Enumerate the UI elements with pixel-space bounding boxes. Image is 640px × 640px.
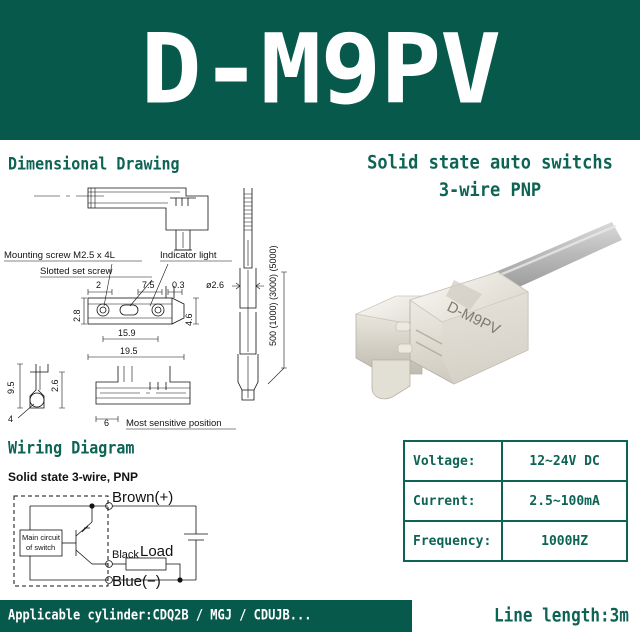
- drawing-top-view: [34, 187, 209, 251]
- footer-bar: [0, 600, 412, 632]
- label-most-sensitive-position: Most sensitive position: [126, 418, 222, 429]
- right-column: Solid state auto switchs 3-wire PNP: [340, 140, 640, 600]
- wiring-label-blue: Blue(−): [112, 573, 161, 590]
- label-mounting-screw: Mounting screw M2.5 x 4L: [4, 250, 115, 261]
- dim-2-6-left: 2.6: [50, 379, 60, 392]
- footer-applicable-cylinder: Applicable cylinder:CDQ2B / MGJ / CDUJB.…: [8, 607, 312, 624]
- spec-value-frequency: 1000HZ: [501, 520, 628, 562]
- drawing-side-view: 2 7.5 0.3 2.8 15.9 19.5 4.6: [72, 280, 199, 360]
- spec-key-current: Current:: [402, 480, 504, 522]
- product-photo: D-M9PV: [354, 222, 622, 400]
- dim-2-8: 2.8: [72, 309, 82, 322]
- label-indicator-light: Indicator light: [160, 250, 217, 261]
- dim-4: 4: [8, 414, 13, 424]
- wiring-label-brown: Brown(+): [112, 489, 173, 506]
- wiring-diagram-heading: Wiring Diagram: [8, 438, 135, 459]
- drawing-sensitive-view: 6 Most sensitive position: [95, 366, 236, 430]
- dim-6: 6: [104, 418, 109, 428]
- wiring-diagram-subheading: Solid state 3-wire, PNP: [8, 470, 139, 484]
- product-subtitle-line1: Solid state auto switchs: [367, 152, 613, 175]
- footer-line-length: Line length:3m: [494, 604, 629, 626]
- wiring-label-load: Load: [140, 543, 173, 560]
- product-subtitle: Solid state auto switchs 3-wire PNP: [340, 150, 640, 205]
- label-cable-lengths: 500 (1000) (3000) (5000): [268, 245, 278, 346]
- label-slotted-set-screw: Slotted set screw: [40, 266, 112, 277]
- wiring-diagram-figure: Main circuit of switch Brown(+) Black L: [13, 489, 208, 590]
- dim-2: 2: [96, 280, 101, 290]
- dimensional-drawing-figure: Mounting screw M2.5 x 4L Slotted set scr…: [4, 187, 287, 430]
- drawing-front-view: 9.5 2.6 4: [6, 363, 65, 424]
- spec-table: Voltage: 12~24V DC Current: 2.5~100mA Fr…: [402, 440, 628, 562]
- left-column: Dimensional Drawing Mounting screw M2.5 …: [0, 140, 340, 600]
- dimensional-drawing-heading: Dimensional Drawing: [8, 154, 180, 175]
- page-title: D-M9PV: [140, 14, 501, 126]
- table-row: Frequency: 1000HZ: [402, 520, 628, 562]
- product-subtitle-line2: 3-wire PNP: [438, 179, 542, 202]
- header-banner: D-M9PV: [0, 0, 640, 140]
- wiring-label-black: Black: [112, 549, 139, 561]
- footer: Applicable cylinder:CDQ2B / MGJ / CDUJB.…: [0, 600, 640, 640]
- product-body: [354, 271, 529, 400]
- drawing-cable-view: ø2.6 500 (1000) (3000) (5000): [206, 188, 287, 401]
- dim-15-9: 15.9: [118, 328, 136, 338]
- table-row: Voltage: 12~24V DC: [402, 440, 628, 482]
- dim-cable-diameter: ø2.6: [206, 280, 224, 290]
- spec-key-frequency: Frequency:: [402, 520, 504, 562]
- dim-9-5: 9.5: [6, 381, 16, 394]
- spec-value-current: 2.5~100mA: [501, 480, 628, 522]
- wiring-block-line2: of switch: [26, 543, 55, 552]
- dim-4-6: 4.6: [184, 313, 194, 326]
- spec-key-voltage: Voltage:: [402, 440, 504, 482]
- wiring-block-line1: Main circuit: [22, 533, 61, 542]
- dim-19-5: 19.5: [120, 346, 138, 356]
- table-row: Current: 2.5~100mA: [402, 480, 628, 522]
- drawing-callouts: Mounting screw M2.5 x 4L Slotted set scr…: [4, 250, 232, 307]
- dim-0-3: 0.3: [172, 280, 185, 290]
- dim-7-5: 7.5: [142, 280, 155, 290]
- spec-value-voltage: 12~24V DC: [501, 440, 628, 482]
